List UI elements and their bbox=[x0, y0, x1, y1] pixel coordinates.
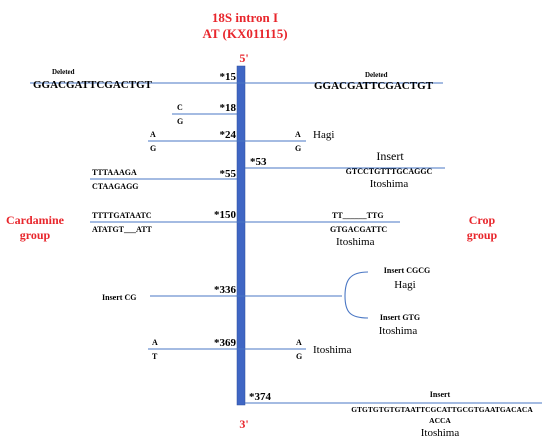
site-336-upper-insert: Insert CGCG bbox=[384, 266, 430, 275]
site-15-position: *15 bbox=[220, 71, 237, 83]
site-336-left-note: Insert CG bbox=[102, 293, 136, 302]
crop-group-label-line2: group bbox=[467, 228, 498, 242]
site-374-insert-sequence-cont: ACCA bbox=[429, 416, 451, 425]
site-18: *18 C G bbox=[172, 102, 237, 126]
site-369-right-label: Itoshima bbox=[313, 344, 352, 356]
site-150-position: *150 bbox=[214, 209, 237, 221]
site-15: *15 Deleted GGACGATTCGACTGT Deleted GGAC… bbox=[30, 68, 443, 92]
site-150-right-label: Itoshima bbox=[336, 236, 375, 248]
site-369-right-bottom: G bbox=[296, 352, 302, 361]
header-accession: AT (KX011115) bbox=[202, 26, 287, 41]
site-18-position: *18 bbox=[220, 102, 237, 114]
site-150-left-top: TTTTGATAATC bbox=[92, 211, 152, 220]
site-24-left-top: A bbox=[150, 130, 156, 139]
site-374-insert-sequence: GTGTGTGTGTAATTCGCATTGCGTGAATGACACA bbox=[351, 405, 533, 414]
site-336-lower-insert: Insert GTG bbox=[380, 313, 420, 322]
site-150-right-top: TT______TTG bbox=[332, 211, 384, 220]
site-336-lower-label: Itoshima bbox=[379, 325, 418, 337]
site-24-position: *24 bbox=[220, 129, 237, 141]
site-55-left-bottom: CTAAGAGG bbox=[92, 182, 139, 191]
site-336-position: *336 bbox=[214, 284, 237, 296]
site-53-insert-sequence: GTCCTGTTTGCAGGC bbox=[346, 167, 433, 176]
site-53-right-label: Itoshima bbox=[370, 178, 409, 190]
site-55: *55 TTTAAAGA CTAAGAGG bbox=[90, 168, 237, 191]
header-title: 18S intron I bbox=[212, 10, 278, 25]
site-55-position: *55 bbox=[220, 168, 237, 180]
site-336-brace bbox=[344, 271, 369, 319]
site-24-right-label: Hagi bbox=[313, 129, 334, 141]
site-24-left-bottom: G bbox=[150, 144, 156, 153]
site-369-right-top: A bbox=[296, 338, 302, 347]
site-53: *53 Insert GTCCTGTTTGCAGGC Itoshima bbox=[245, 149, 445, 190]
cardamine-group-label-line2: group bbox=[20, 228, 51, 242]
site-374: *374 Insert GTGTGTGTGTAATTCGCATTGCGTGAAT… bbox=[245, 390, 542, 439]
site-15-left-note: Deleted bbox=[52, 68, 75, 76]
site-15-right-sequence: GGACGATTCGACTGT bbox=[314, 80, 434, 92]
site-369-position: *369 bbox=[214, 337, 237, 349]
site-53-insert-label: Insert bbox=[376, 149, 404, 163]
site-150: *150 TTTTGATAATC ATATGT___ATT TT______TT… bbox=[90, 209, 400, 248]
site-374-insert-label: Insert bbox=[430, 390, 451, 399]
site-336: *336 Insert CG Insert CGCG Hagi Insert G… bbox=[102, 266, 430, 337]
cardamine-group-label-line1: Cardamine bbox=[6, 213, 65, 227]
site-55-left-top: TTTAAAGA bbox=[92, 168, 137, 177]
site-15-left-sequence: GGACGATTCGACTGT bbox=[33, 79, 153, 91]
intron-backbone bbox=[236, 65, 246, 406]
site-150-right-bottom: GTGACGATTC bbox=[330, 225, 387, 234]
site-336-upper-label: Hagi bbox=[394, 279, 415, 291]
site-15-right-note: Deleted bbox=[365, 71, 388, 79]
site-24-right-top: A bbox=[295, 130, 301, 139]
site-369-left-bottom: T bbox=[152, 352, 158, 361]
site-369-left-top: A bbox=[152, 338, 158, 347]
five-prime-label: 5' bbox=[239, 51, 248, 65]
site-24: *24 A G A G Hagi bbox=[148, 129, 334, 153]
site-53-position: *53 bbox=[250, 156, 267, 168]
site-374-right-label: Itoshima bbox=[421, 427, 460, 439]
site-18-left-bottom: G bbox=[177, 117, 183, 126]
site-24-right-bottom: G bbox=[295, 144, 301, 153]
site-374-position: *374 bbox=[249, 391, 272, 403]
site-18-left-top: C bbox=[177, 103, 183, 112]
three-prime-label: 3' bbox=[239, 417, 248, 431]
crop-group-label-line1: Crop bbox=[469, 213, 496, 227]
site-150-left-bottom: ATATGT___ATT bbox=[92, 225, 153, 234]
site-369: *369 A T A G Itoshima bbox=[148, 337, 352, 361]
